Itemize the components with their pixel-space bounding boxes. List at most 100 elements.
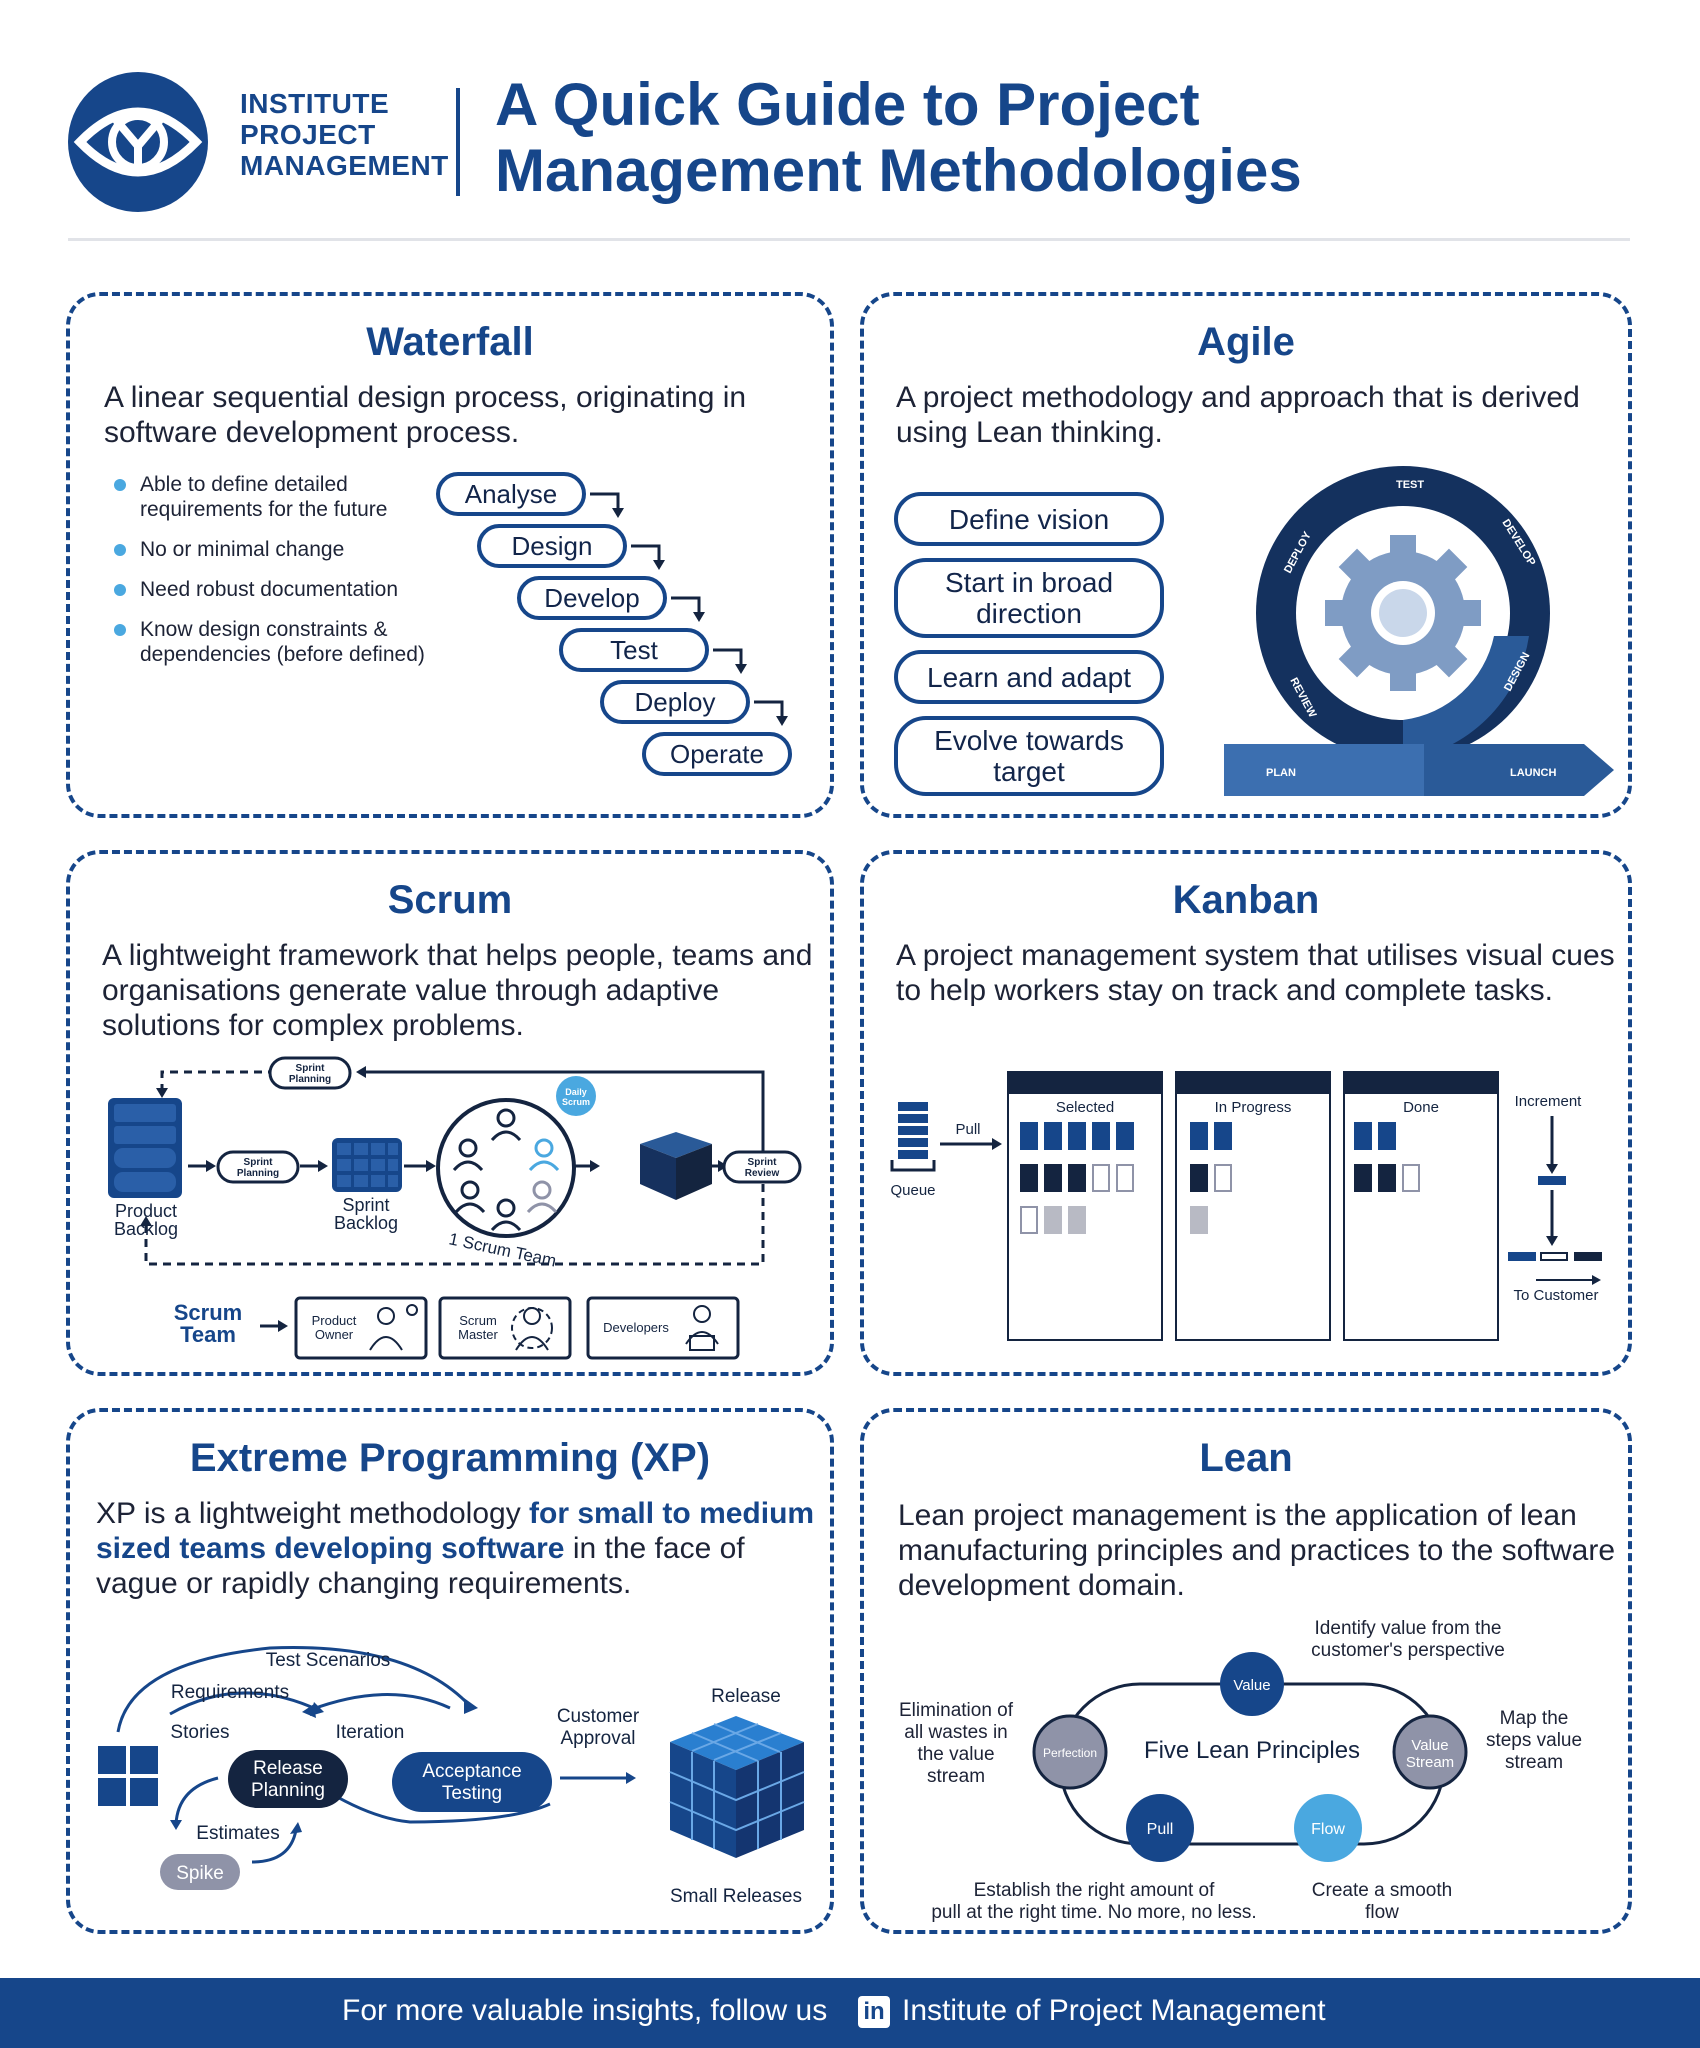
lean-note-pull-l2: pull at the right time. No more, no less… bbox=[931, 1902, 1256, 1923]
lean-note-pull-l1: Establish the right amount of bbox=[974, 1880, 1216, 1901]
lean-note-perf-l4: stream bbox=[927, 1766, 985, 1787]
waterfall-panel: Waterfall A linear sequential design pro… bbox=[66, 292, 834, 818]
xp-desc-part2: in the face of vague or rapidly changing… bbox=[96, 1532, 745, 1600]
lean-node-value: Value bbox=[1220, 1652, 1284, 1716]
sprint-planning-mid-l2: Planning bbox=[237, 1168, 279, 1179]
page-title: A Quick Guide to Project Management Meth… bbox=[495, 72, 1645, 204]
scrum-team-circle: Daily Scrum 1 Scrum Team bbox=[436, 1076, 596, 1271]
footer-brand-link[interactable]: Institute of Project Management bbox=[902, 1994, 1326, 2027]
kanban-panel: Kanban A project management system that … bbox=[860, 850, 1632, 1376]
logo-wordmark: INSTITUTE PROJECT MANAGEMENT bbox=[240, 88, 449, 181]
person-cycle-icon bbox=[511, 1307, 553, 1351]
step-test: Test bbox=[559, 628, 709, 672]
queue-stack-icon bbox=[890, 1102, 936, 1172]
pill-start-broad: Start in broad direction bbox=[894, 558, 1164, 638]
waterfall-description: A linear sequential design process, orig… bbox=[104, 381, 747, 449]
column-label-done: Done bbox=[1403, 1099, 1439, 1116]
xp-release-planning-l1: Release bbox=[253, 1758, 323, 1779]
lean-node-perfection: Perfection bbox=[1032, 1714, 1108, 1790]
pull-label: Pull bbox=[955, 1121, 980, 1138]
xp-spike-label: Spike bbox=[176, 1863, 224, 1884]
xp-panel: Extreme Programming (XP) XP is a lightwe… bbox=[66, 1408, 834, 1934]
role-po-l1: Product bbox=[312, 1313, 357, 1328]
agile-title: Agile bbox=[1197, 320, 1295, 364]
scrum-team-label-l2: Team bbox=[180, 1322, 236, 1347]
waterfall-bullet: Know design constraints & dependencies (… bbox=[110, 617, 440, 667]
sprint-backlog-l2: Backlog bbox=[334, 1213, 398, 1233]
lean-note-perf-l3: the value bbox=[917, 1744, 994, 1765]
lean-note-stream-l2: steps value bbox=[1486, 1730, 1582, 1751]
footer-text: For more valuable insights, follow us bbox=[342, 1994, 828, 2027]
xp-acceptance-l2: Testing bbox=[442, 1783, 502, 1804]
agile-panel: Agile A project methodology and approach… bbox=[860, 292, 1632, 818]
step-deploy: Deploy bbox=[600, 680, 750, 724]
agile-description: A project methodology and approach that … bbox=[896, 381, 1580, 449]
person-gear-icon bbox=[369, 1304, 418, 1351]
lean-note-stream-l1: Map the bbox=[1500, 1708, 1569, 1729]
lean-panel: Lean Lean project management is the appl… bbox=[860, 1408, 1632, 1934]
lean-node-pull: Pull bbox=[1126, 1794, 1194, 1862]
linkedin-icon[interactable]: in bbox=[858, 1996, 890, 2028]
queue-label: Queue bbox=[890, 1182, 935, 1199]
logo-line-2: PROJECT bbox=[240, 119, 376, 150]
sprint-planning-top: Sprint Planning bbox=[268, 1056, 352, 1090]
role-sm-l1: Scrum bbox=[459, 1313, 497, 1328]
lean-diagram: Five Lean Principles Value Value Stream … bbox=[899, 1618, 1582, 1923]
waterfall-step-arrows bbox=[590, 492, 788, 726]
kanban-description: A project management system that utilise… bbox=[896, 939, 1615, 1007]
xp-description: XP is a lightweight methodology for smal… bbox=[96, 1496, 826, 1601]
lean-description: Lean project management is the applicati… bbox=[898, 1499, 1616, 1602]
release-cube-icon bbox=[669, 1716, 805, 1858]
kanban-column-in-progress: In Progress bbox=[1175, 1071, 1331, 1341]
scrum-diagram: Sprint Planning Product Backlog Sprint P… bbox=[108, 1056, 802, 1360]
sprint-planning-mid-l1: Sprint bbox=[244, 1157, 274, 1168]
sprint-review: Sprint Review bbox=[722, 1150, 802, 1184]
daily-scrum-l2: Scrum bbox=[562, 1097, 590, 1107]
xp-customer-l1: Customer bbox=[557, 1706, 640, 1727]
bullet-text: No or minimal change bbox=[140, 538, 345, 561]
step-analyse: Analyse bbox=[436, 472, 586, 516]
arrow-label-launch: LAUNCH bbox=[1510, 767, 1556, 779]
arrow-label-plan: PLAN bbox=[1266, 767, 1296, 779]
kanban-column-selected: Selected bbox=[1007, 1071, 1163, 1341]
to-customer-label: To Customer bbox=[1513, 1287, 1598, 1304]
daily-scrum-l1: Daily bbox=[565, 1087, 587, 1097]
bullet-text: Need robust documentation bbox=[140, 578, 398, 601]
pill-evolve: Evolve towards target bbox=[894, 716, 1164, 796]
bullet-dot-icon bbox=[114, 624, 126, 636]
lean-note-flow-l1: Create a smooth bbox=[1312, 1880, 1452, 1901]
title-line-1: A Quick Guide to Project bbox=[495, 71, 1200, 138]
scrum-title: Scrum bbox=[387, 878, 513, 922]
role-scrum-master: Scrum Master bbox=[438, 1296, 572, 1360]
xp-estimates: Estimates bbox=[196, 1823, 279, 1844]
bullet-text: Know design constraints & dependencies (… bbox=[140, 618, 425, 666]
product-backlog-l2: Backlog bbox=[114, 1219, 178, 1239]
xp-iteration: Iteration bbox=[336, 1722, 405, 1743]
role-dev-l1: Developers bbox=[603, 1320, 669, 1335]
footer-bar: For more valuable insights, follow us in… bbox=[0, 1978, 1700, 2048]
pill-define-vision: Define vision bbox=[894, 492, 1164, 546]
scrum-team-label-l1: Scrum bbox=[174, 1300, 242, 1325]
xp-stories-grid-icon bbox=[98, 1746, 158, 1806]
kanban-column-done: Done bbox=[1343, 1071, 1499, 1341]
role-sm-l2: Master bbox=[458, 1327, 498, 1342]
column-label-in-progress: In Progress bbox=[1215, 1099, 1292, 1116]
lean-note-value-l2: customer's perspective bbox=[1311, 1640, 1505, 1661]
title-line-2: Management Methodologies bbox=[495, 137, 1302, 204]
lean-node-vs-l1: Value bbox=[1411, 1737, 1448, 1754]
waterfall-bullet: Able to define detailed requirements for… bbox=[110, 472, 440, 522]
sprint-planning-mid: Sprint Planning bbox=[216, 1150, 300, 1184]
lean-node-value-stream: Value Stream bbox=[1392, 1714, 1468, 1790]
xp-test-scenarios: Test Scenarios bbox=[266, 1650, 391, 1671]
xp-customer-l2: Approval bbox=[561, 1728, 636, 1749]
header-rule bbox=[68, 238, 1630, 241]
sprint-review-l1: Sprint bbox=[748, 1157, 778, 1168]
product-backlog-icon bbox=[108, 1098, 182, 1198]
lean-node-flow-label: Flow bbox=[1311, 1821, 1345, 1838]
step-develop: Develop bbox=[517, 576, 667, 620]
waterfall-bullet: Need robust documentation bbox=[110, 577, 440, 602]
scrum-panel: Scrum A lightweight framework that helps… bbox=[66, 850, 834, 1376]
logo-line-3: MANAGEMENT bbox=[240, 150, 449, 181]
xp-small-releases: Small Releases bbox=[670, 1886, 802, 1907]
xp-acceptance-testing: Acceptance Testing bbox=[392, 1752, 552, 1812]
